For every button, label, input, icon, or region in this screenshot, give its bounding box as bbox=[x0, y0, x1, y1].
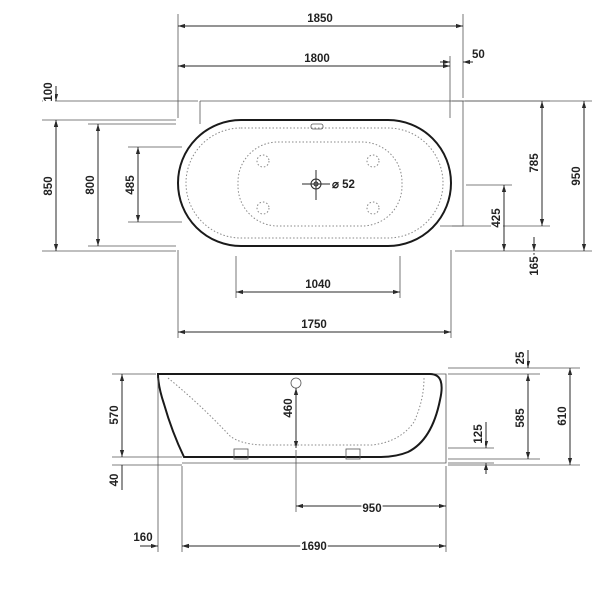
wall-panel-outline bbox=[200, 100, 464, 227]
jet-icon bbox=[256, 154, 270, 168]
dim-570: 570 bbox=[109, 405, 121, 424]
dim-800: 800 bbox=[85, 175, 97, 194]
dim-585: 585 bbox=[515, 408, 527, 428]
foot-icon bbox=[345, 448, 361, 460]
jet-icon bbox=[366, 201, 380, 215]
dim-850: 850 bbox=[43, 176, 55, 195]
dim-485: 485 bbox=[125, 175, 137, 195]
dim-1750: 1750 bbox=[301, 319, 327, 331]
dim-1850: 1850 bbox=[307, 13, 333, 25]
tub-inner-rim bbox=[185, 127, 444, 239]
overflow-slot bbox=[310, 123, 324, 130]
dim-950: 950 bbox=[571, 166, 583, 185]
dim-1040: 1040 bbox=[305, 279, 331, 291]
side-view: 570 40 460 25 125 585 610 950 bbox=[109, 350, 580, 553]
dim-1800: 1800 bbox=[304, 53, 330, 65]
jet-icon bbox=[256, 201, 270, 215]
dim-125: 125 bbox=[473, 424, 485, 444]
dim-40: 40 bbox=[109, 474, 121, 487]
dim-950-side: 950 bbox=[362, 503, 381, 515]
wall-skirt-side bbox=[182, 373, 447, 464]
dim-785: 785 bbox=[529, 153, 541, 173]
dim-50: 50 bbox=[472, 49, 485, 61]
foot-icon bbox=[233, 448, 249, 460]
tub-outline-side bbox=[156, 373, 443, 458]
dim-425: 425 bbox=[491, 208, 503, 228]
dim-diameter-52: ⌀ 52 bbox=[332, 179, 355, 191]
dim-25: 25 bbox=[515, 351, 527, 364]
dim-610: 610 bbox=[557, 406, 569, 425]
top-view: 1850 1800 50 100 850 800 485 ⌀ 52 bbox=[42, 13, 592, 338]
dim-460: 460 bbox=[283, 398, 295, 417]
dim-165: 165 bbox=[529, 256, 541, 276]
dim-100: 100 bbox=[43, 82, 55, 101]
dim-160: 160 bbox=[133, 532, 152, 544]
dim-1690: 1690 bbox=[301, 541, 327, 553]
jet-icon bbox=[366, 154, 380, 168]
